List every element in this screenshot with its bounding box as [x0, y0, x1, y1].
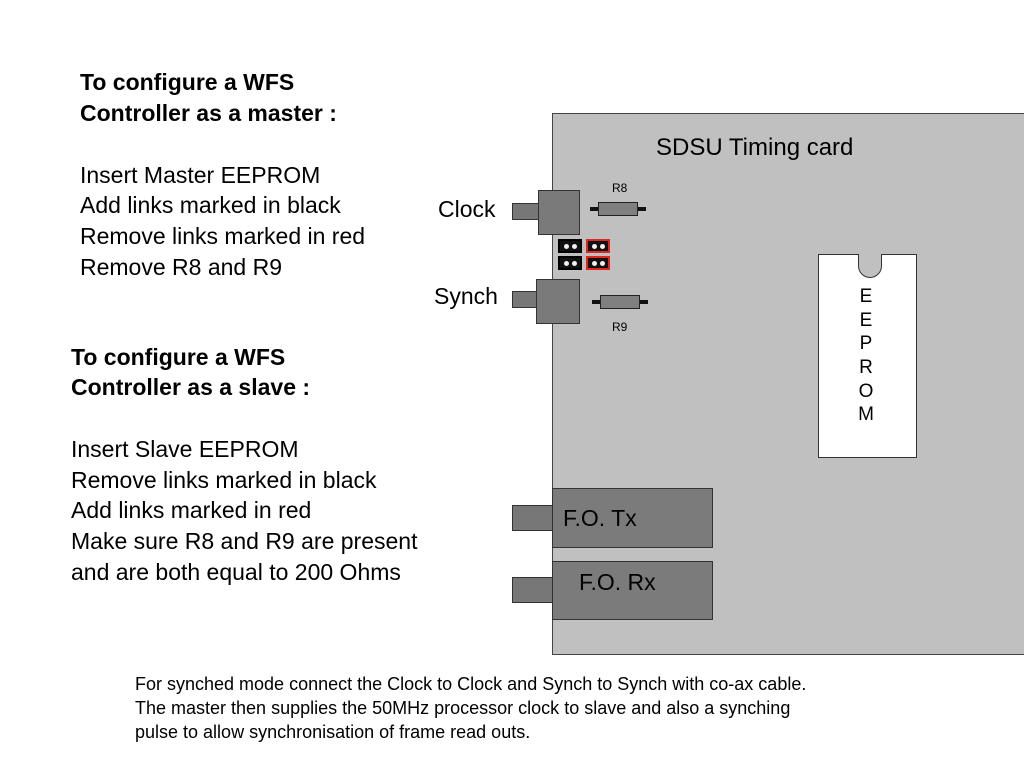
- master-heading-line-2: Controller as a master :: [80, 100, 337, 126]
- eeprom-notch: [858, 254, 882, 278]
- master-step: Add links marked in black: [80, 192, 341, 218]
- r8-label: R8: [612, 181, 628, 195]
- eeprom-letter: O: [858, 381, 874, 402]
- jumper-link-red: [586, 256, 610, 270]
- slave-step: and are both equal to 200 Ohms: [71, 559, 401, 585]
- fo-tx-label: F.O. Tx: [563, 505, 637, 531]
- eeprom-letter: E: [859, 286, 873, 307]
- fo-tx-module: [552, 488, 713, 548]
- jumper-link-black: [558, 256, 582, 270]
- fo-rx-connector-pin: [512, 577, 554, 603]
- footer-note-line: The master then supplies the 50MHz proce…: [135, 698, 791, 718]
- fo-rx-module: [552, 561, 713, 620]
- footer-note-line: pulse to allow synchronisation of frame …: [135, 722, 531, 742]
- synch-label: Synch: [434, 283, 498, 309]
- master-heading-line-1: To configure a WFS: [80, 69, 295, 95]
- eeprom-chip: [818, 254, 917, 458]
- fo-rx-label: F.O. Rx: [579, 569, 656, 595]
- clock-connector: [538, 190, 580, 235]
- slave-step: Remove links marked in black: [71, 467, 377, 493]
- master-step: Remove R8 and R9: [80, 254, 282, 280]
- clock-connector-pin: [512, 203, 540, 220]
- eeprom-letter: E: [859, 310, 873, 331]
- synch-connector-pin: [512, 291, 538, 308]
- slave-heading-line-2: Controller as a slave :: [71, 374, 311, 400]
- slave-heading-line-1: To configure a WFS: [71, 344, 286, 370]
- slave-step: Add links marked in red: [71, 497, 312, 523]
- clock-label: Clock: [438, 196, 496, 222]
- master-step: Insert Master EEPROM: [80, 162, 321, 188]
- footer-note-line: For synched mode connect the Clock to Cl…: [135, 674, 807, 694]
- synch-connector: [536, 279, 580, 324]
- jumper-link-black: [558, 239, 582, 253]
- r9-label: R9: [612, 320, 628, 334]
- eeprom-letter: P: [859, 333, 873, 354]
- board-title: SDSU Timing card: [656, 134, 854, 161]
- slave-step: Insert Slave EEPROM: [71, 436, 299, 462]
- fo-tx-connector-pin: [512, 505, 554, 531]
- eeprom-letter: M: [858, 404, 874, 425]
- r9-resistor: [600, 295, 640, 309]
- master-step: Remove links marked in red: [80, 223, 366, 249]
- slave-step: Make sure R8 and R9 are present: [71, 528, 418, 554]
- r8-resistor: [598, 202, 638, 216]
- jumper-link-red: [586, 239, 610, 253]
- eeprom-letter: R: [859, 357, 873, 378]
